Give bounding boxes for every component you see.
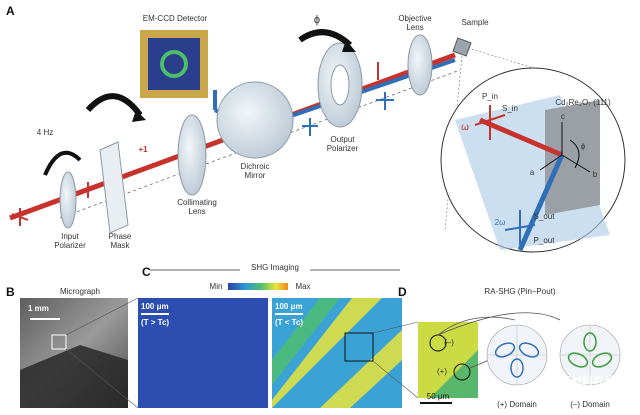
label-crystal: Cd₂Re₂O₇ (111): [555, 98, 611, 107]
label-micrograph: Micrograph: [59, 287, 100, 296]
label-minus: (–): [444, 338, 454, 347]
dichroic-mirror: [216, 81, 294, 159]
domain-stripe: [320, 330, 402, 408]
label-phase-mask: Phase Mask: [108, 232, 132, 250]
sample-inset: [440, 67, 626, 253]
polar-plot-minus: [559, 324, 621, 386]
label-p-out: P_out: [533, 236, 555, 245]
label-sample: Sample: [461, 18, 489, 27]
panel-a-schematic: [9, 29, 541, 234]
sample-block: [452, 37, 472, 57]
micrograph-roi: [51, 334, 67, 350]
zoomed-domain: [418, 322, 478, 398]
scale-bar-50um: [420, 402, 452, 404]
micrograph-shadow: [20, 345, 128, 408]
scale-bar-1mm: [30, 318, 60, 320]
label-right-scale: 100 μm: [275, 302, 303, 311]
detector-ring: [160, 50, 188, 78]
label-left-condition: (T > Tc): [141, 318, 170, 327]
colorbar: [228, 283, 288, 290]
label-ra-shg: RA-SHG (Pin–Pout): [484, 287, 556, 296]
scale-bar-100um-left: [141, 313, 169, 315]
label-em-ccd: EM-CCD Detector: [142, 14, 208, 23]
domain-stripe: [272, 298, 382, 408]
label-output-polarizer: Output Polarizer: [326, 135, 359, 153]
crystal-face: [545, 100, 600, 215]
polar-plot-plus: [486, 324, 548, 386]
crystal-axes: [539, 122, 591, 173]
label-4hz: 4 Hz: [36, 128, 54, 137]
phase-mask: [99, 141, 129, 234]
label-dichroic-mirror: Dichroic Mirror: [240, 162, 270, 180]
label-50um: 50 μm: [426, 392, 450, 401]
polarization-marker: [302, 92, 394, 136]
arrowhead: [132, 110, 146, 122]
optical-axis: [59, 69, 461, 219]
objective-lens: [407, 34, 433, 96]
label-1mm: 1 mm: [28, 304, 49, 313]
connector: [437, 316, 516, 336]
connector: [437, 312, 561, 336]
polarization-marker: [11, 62, 379, 226]
panel-label-a: A: [6, 4, 15, 18]
pout-arrows: [504, 210, 536, 245]
label-right-condition: (T < Tc): [275, 318, 304, 327]
label-p-in: P_in: [481, 92, 498, 101]
label-shg-imaging: SHG Imaging: [240, 263, 310, 272]
label-s-in: S_in: [501, 104, 518, 113]
polarizer-aperture: [330, 64, 350, 106]
zoom-line: [372, 321, 419, 334]
label-axis-b: b: [592, 170, 598, 179]
plus-domain-marker: [453, 363, 471, 381]
label-left-scale: 100 μm: [141, 302, 169, 311]
label-plus-one: +1: [138, 145, 148, 154]
label-input-polarizer: Input Polarizer: [54, 232, 86, 250]
input-rotation-arrow: [43, 150, 82, 176]
panel-label-b: B: [6, 285, 15, 299]
label-colorbar-min: Min: [209, 282, 223, 291]
pin-arrows: [474, 105, 506, 140]
label-plus-domain: (+) Domain: [497, 400, 537, 409]
inset-blue-beam: [517, 153, 565, 252]
label-plus: (+): [437, 367, 447, 376]
label-colorbar-max: Max: [295, 282, 311, 291]
inset-red-beam: [479, 117, 563, 158]
label-s-out: S_out: [533, 212, 555, 221]
label-collimating-lens: Collimating Lens: [177, 198, 217, 216]
label-phi: ϕ: [313, 14, 321, 26]
scale-bar-100um-right: [275, 313, 303, 315]
zoom-line: [65, 297, 139, 336]
phi-angle-arc: [569, 139, 580, 169]
label-axis-a: a: [529, 168, 535, 177]
label-axis-c: c: [561, 112, 565, 121]
mask-rotation-arrow: [85, 93, 143, 117]
zoom-line: [372, 360, 419, 399]
label-minus-domain: (–) Domain: [570, 400, 610, 409]
zoom-line: [467, 47, 541, 71]
panel-label-d: D: [398, 285, 407, 299]
collimating-lens: [177, 114, 207, 196]
shg-image-above-tc: [138, 298, 268, 408]
label-inset-phi: ϕ: [580, 142, 586, 151]
zoom-line: [444, 55, 463, 231]
label-omega: ω: [461, 122, 469, 133]
panel-label-c: C: [142, 265, 151, 279]
watermark: 新材料在线: [560, 376, 616, 388]
input-polarizer: [59, 171, 77, 229]
shg-roi: [344, 332, 374, 362]
arrowhead: [342, 40, 356, 52]
label-objective-lens: Objective Lens: [398, 14, 432, 32]
domain-stripe: [272, 298, 340, 385]
zoom-line: [65, 348, 139, 409]
detector-sensor: [148, 38, 200, 90]
label-two-omega: 2ω: [494, 218, 506, 227]
